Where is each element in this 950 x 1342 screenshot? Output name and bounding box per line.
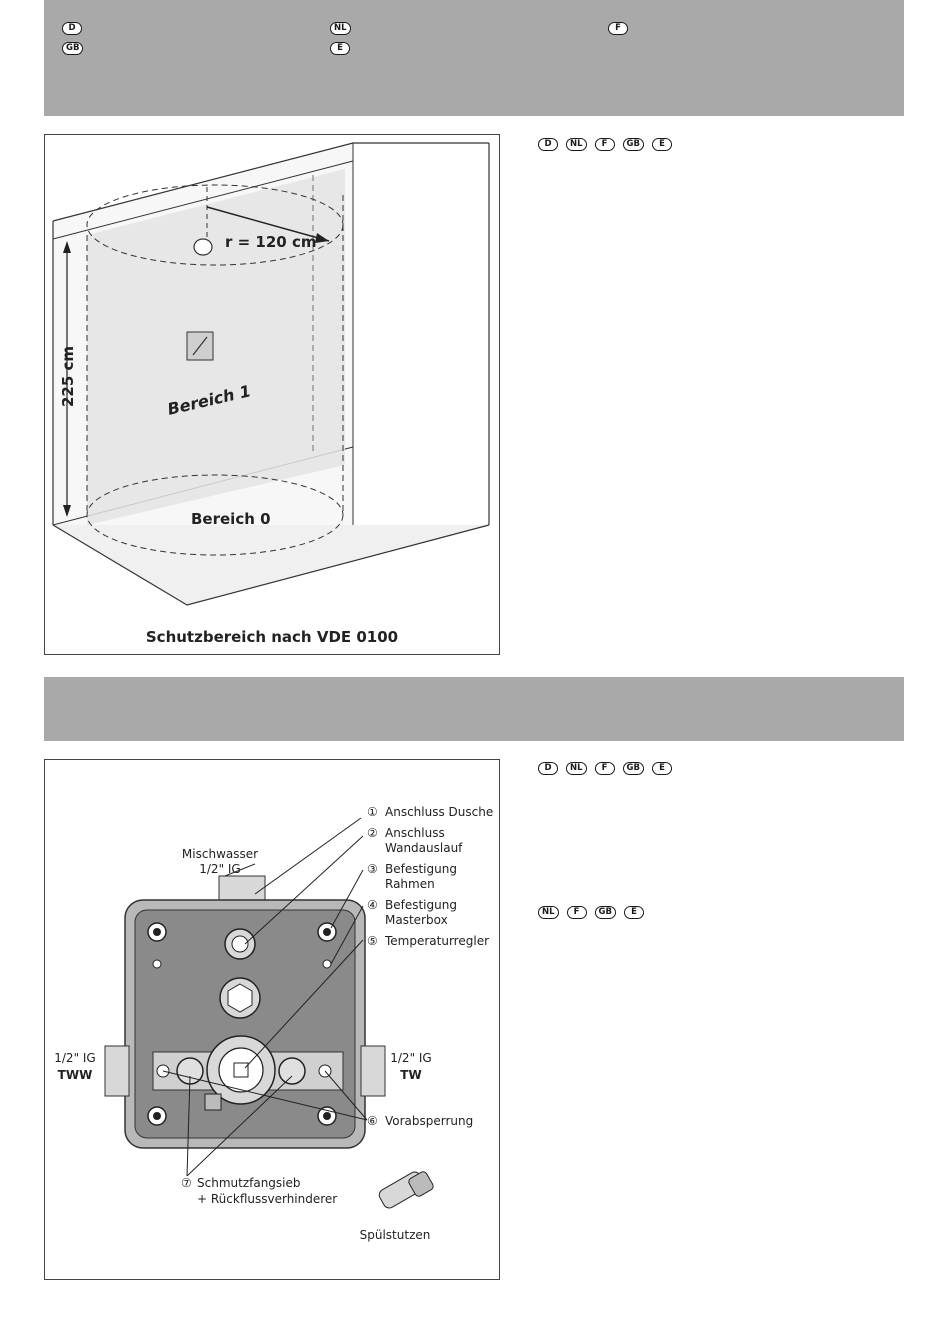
- header-band: D GB NL E F: [44, 0, 904, 116]
- protection-zone-figure: r = 120 cm 225 cm Bereich 1 Bereich 0 Sc…: [44, 134, 500, 655]
- callout-number: ③: [367, 862, 378, 876]
- lang-badge: E: [624, 906, 644, 919]
- callout-label: Befestigung: [385, 898, 457, 912]
- radius-label: r = 120 cm: [225, 233, 316, 251]
- callout-number: ⑦: [181, 1176, 192, 1190]
- left-label-1: 1/2" IG: [54, 1051, 95, 1065]
- right-label-2: TW: [400, 1068, 421, 1082]
- callout-number: ⑥: [367, 1114, 378, 1128]
- mix-label-2: 1/2" IG: [199, 862, 240, 876]
- lang-badge: NL: [538, 906, 559, 919]
- lang-badge: NL: [566, 138, 587, 151]
- lang-badge: E: [652, 138, 672, 151]
- lang-badge: GB: [62, 42, 84, 55]
- figure-caption: Schutzbereich nach VDE 0100: [146, 628, 398, 646]
- lang-badges-section1: D NL F GB E: [538, 138, 672, 151]
- strainer-label-2: + Rückflussverhinderer: [197, 1192, 337, 1206]
- lang-badges-section2b: NL F GB E: [538, 906, 644, 919]
- bathroom-zone-diagram: r = 120 cm 225 cm Bereich 1 Bereich 0 Sc…: [52, 142, 490, 646]
- masterbox-figure: Mischwasser 1/2" IG 1/2" IG TWW 1/2" IG …: [44, 759, 500, 1280]
- flush-label: Spülstutzen: [360, 1228, 431, 1242]
- callout-label: Masterbox: [385, 913, 448, 927]
- lang-badge: E: [330, 42, 350, 55]
- left-label-2: TWW: [58, 1068, 93, 1082]
- lang-badge: D: [538, 138, 558, 151]
- lang-badges-section2a: D NL F GB E: [538, 762, 672, 775]
- callout-label: Vorabsperrung: [385, 1114, 473, 1128]
- callout-label: Rahmen: [385, 877, 435, 891]
- callout-number: ②: [367, 826, 378, 840]
- callout-label: Temperaturregler: [384, 934, 489, 948]
- lang-badge: F: [594, 138, 615, 151]
- lang-badge: NL: [330, 22, 351, 35]
- callout-number: ⑤: [367, 934, 378, 948]
- lang-badge: D: [538, 762, 558, 775]
- flush-fitting-icon: [378, 1171, 434, 1209]
- lang-badge: GB: [622, 138, 644, 151]
- height-label: 225 cm: [59, 346, 77, 407]
- section-band: [44, 677, 904, 741]
- mix-label-1: Mischwasser: [182, 847, 258, 861]
- lang-badge: E: [652, 762, 672, 775]
- strainer-label-1: Schmutzfangsieb: [197, 1176, 301, 1190]
- lang-badge: GB: [622, 762, 644, 775]
- callout-number: ①: [367, 805, 378, 819]
- lang-badge: F: [594, 762, 615, 775]
- lang-badge: GB: [594, 906, 616, 919]
- callout-label: Anschluss Dusche: [385, 805, 493, 819]
- masterbox-diagram: Mischwasser 1/2" IG 1/2" IG TWW 1/2" IG …: [54, 805, 493, 1242]
- callout-label: Wandauslauf: [385, 841, 463, 855]
- lang-badge: D: [62, 22, 82, 35]
- callout-label: Anschluss: [385, 826, 445, 840]
- zone0-label: Bereich 0: [191, 510, 271, 528]
- right-label-1: 1/2" IG: [390, 1051, 431, 1065]
- lang-badge: NL: [566, 762, 587, 775]
- lang-badge: F: [608, 22, 628, 35]
- lang-badge: F: [566, 906, 587, 919]
- callout-label: Befestigung: [385, 862, 457, 876]
- callout-number: ④: [367, 898, 378, 912]
